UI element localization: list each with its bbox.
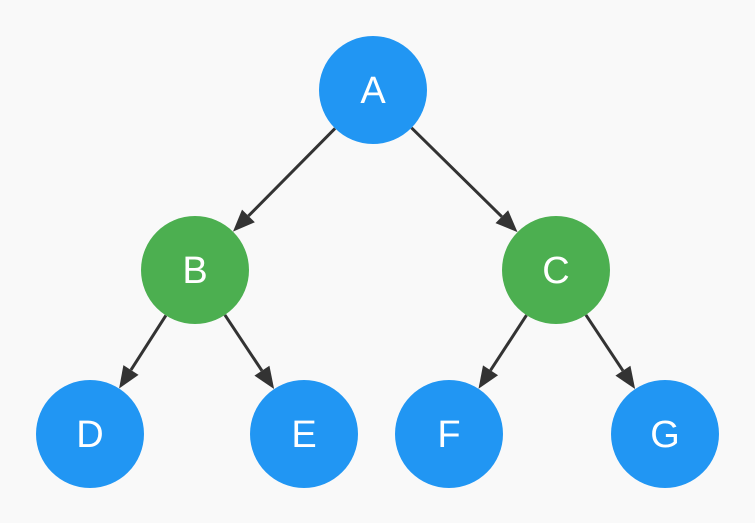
edge-c-f: [489, 314, 528, 372]
node-circle-d: [36, 380, 144, 488]
edge-c-g: [584, 314, 625, 372]
node-label-e: E: [291, 414, 316, 456]
node-circle-a: [319, 36, 427, 144]
node-g: G: [611, 380, 719, 488]
edge-a-b: [247, 127, 337, 218]
node-label-a: A: [360, 70, 386, 112]
node-label-g: G: [650, 414, 680, 456]
arrowhead-a-b: [232, 209, 255, 232]
node-f: F: [395, 380, 503, 488]
edge-a-c: [410, 126, 503, 218]
node-circle-e: [250, 380, 358, 488]
node-circle-f: [395, 380, 503, 488]
node-circle-c: [502, 216, 610, 324]
edges-layer: [119, 126, 636, 390]
arrowhead-a-c: [495, 210, 518, 233]
node-b: B: [141, 216, 249, 324]
arrowhead-c-g: [615, 365, 636, 390]
node-e: E: [250, 380, 358, 488]
node-label-b: B: [182, 250, 207, 292]
node-label-c: C: [542, 250, 569, 292]
arrowhead-b-e: [254, 365, 275, 390]
edge-b-e: [223, 314, 264, 372]
node-d: D: [36, 380, 144, 488]
nodes-layer: A B C D E F G: [36, 36, 719, 488]
node-label-d: D: [76, 414, 103, 456]
node-circle-b: [141, 216, 249, 324]
node-label-f: F: [437, 414, 460, 456]
node-circle-g: [611, 380, 719, 488]
arrowhead-c-f: [478, 365, 499, 389]
node-c: C: [502, 216, 610, 324]
arrowhead-b-d: [119, 365, 139, 389]
edge-b-d: [129, 314, 168, 371]
node-a: A: [319, 36, 427, 144]
